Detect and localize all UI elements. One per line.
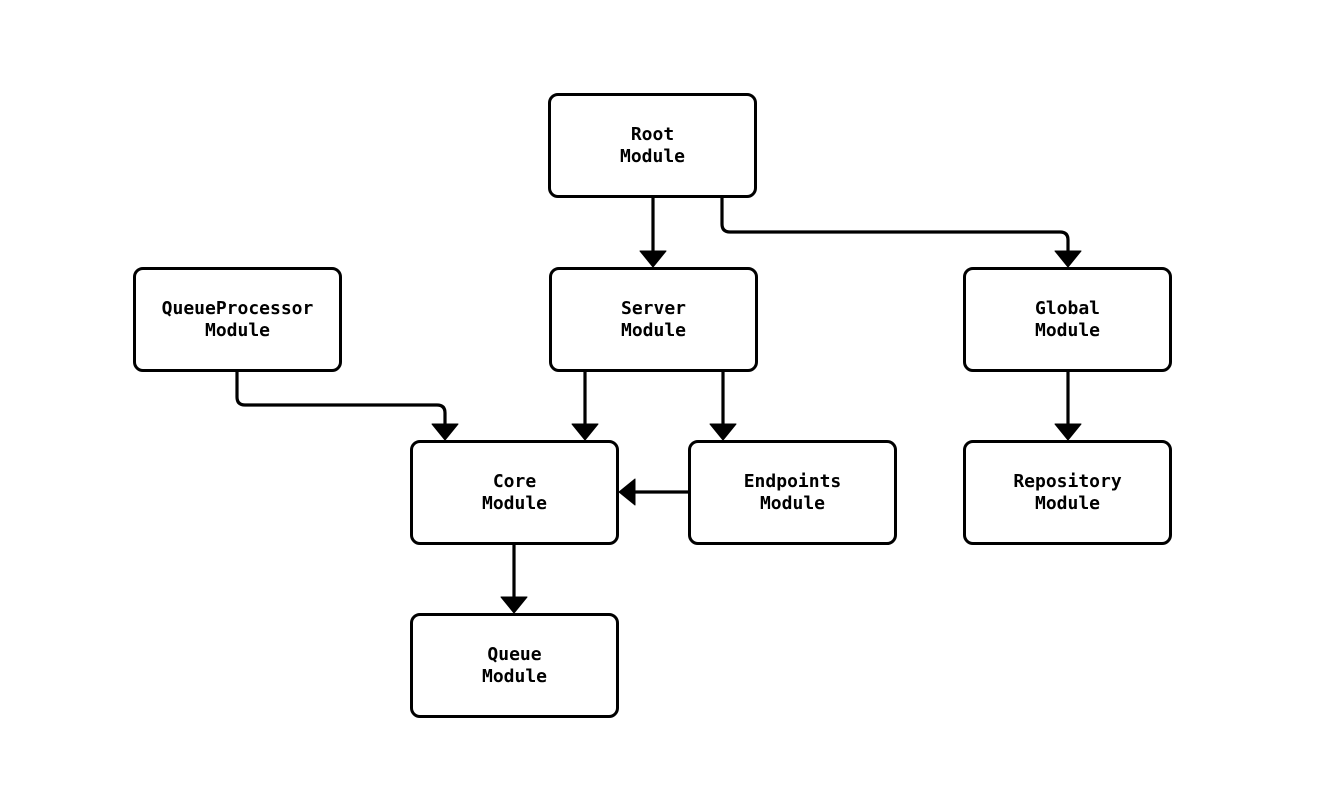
node-global-module: Global Module: [963, 267, 1172, 372]
edge-queueprocessor-to-core-arrowhead: [431, 423, 459, 441]
edge-server-to-core-arrowhead: [571, 423, 599, 441]
edge-root-to-global-arrowhead: [1054, 250, 1082, 268]
node-endpoints-module: Endpoints Module: [688, 440, 897, 545]
node-label: Repository Module: [1013, 470, 1122, 514]
edge-root-to-global-line: [720, 196, 1070, 255]
edge-server-to-endpoints-arrowhead: [709, 423, 737, 441]
node-label: Global Module: [1034, 297, 1101, 341]
node-server-module: Server Module: [549, 267, 758, 372]
node-core-module: Core Module: [410, 440, 619, 545]
edge-root-to-server-arrowhead: [639, 250, 667, 268]
node-queueprocessor-module: QueueProcessor Module: [133, 267, 342, 372]
node-label: Core Module: [481, 470, 548, 514]
node-label: Server Module: [620, 297, 687, 341]
node-label: Root Module: [619, 123, 686, 167]
node-label: Queue Module: [481, 643, 548, 687]
node-label: Endpoints Module: [743, 470, 842, 514]
edge-global-to-repository-arrowhead: [1054, 423, 1082, 441]
node-queue-module: Queue Module: [410, 613, 619, 718]
edge-endpoints-to-core-arrowhead: [618, 478, 636, 506]
node-label: QueueProcessor Module: [161, 297, 314, 341]
edge-queueprocessor-to-core-line: [235, 370, 447, 428]
node-repository-module: Repository Module: [963, 440, 1172, 545]
node-root-module: Root Module: [548, 93, 757, 198]
edge-core-to-queue-arrowhead: [500, 596, 528, 614]
